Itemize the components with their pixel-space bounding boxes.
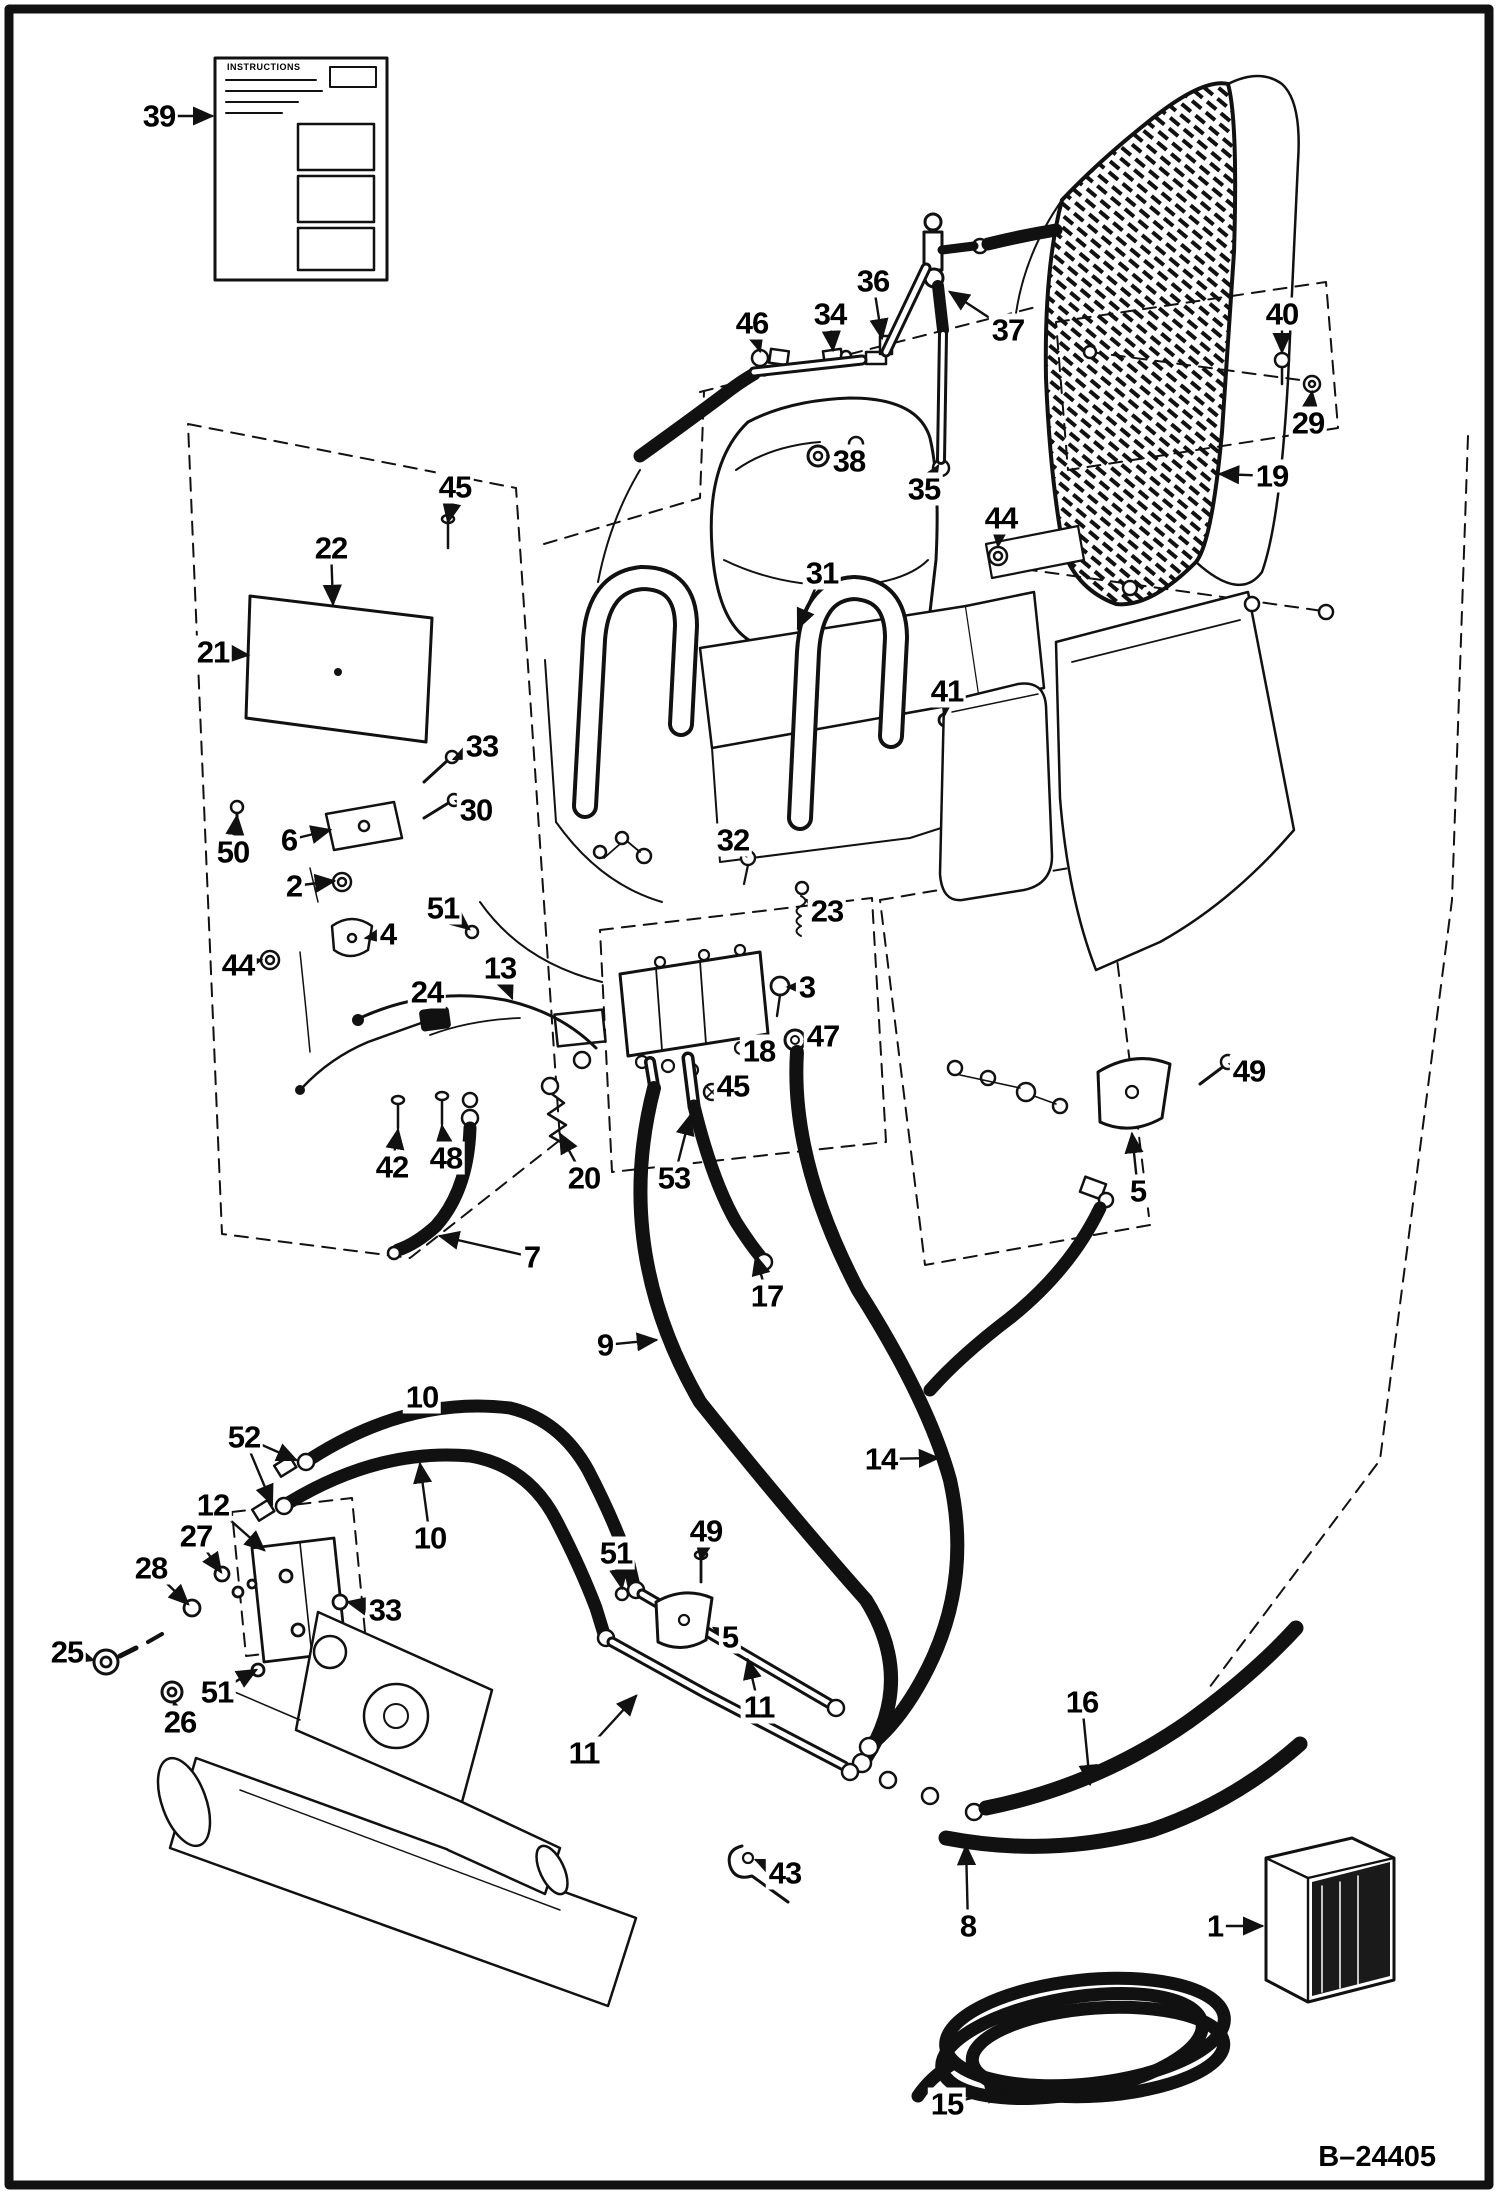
figure-code: B–24405 — [1314, 2141, 1440, 2174]
tube-53 — [681, 1051, 701, 1113]
leader-line-48 — [434, 1123, 454, 1160]
leader-line-36 — [869, 279, 889, 341]
leader-line-6 — [287, 825, 333, 844]
leader-line-14 — [879, 1448, 941, 1468]
hose-7 — [391, 1121, 477, 1257]
leader-line-37 — [947, 290, 1010, 332]
hoses — [250, 223, 1308, 1854]
leader-line-32 — [726, 835, 748, 858]
hose-16 — [978, 1620, 1304, 1816]
leader-line-5 — [1124, 1131, 1144, 1193]
leader-line-13 — [495, 966, 514, 1001]
leader-line-24 — [417, 986, 436, 1011]
tube-35 — [936, 329, 948, 465]
leader-line-28 — [149, 1566, 190, 1606]
leader-line-43 — [753, 1858, 787, 1877]
leader-line-51 — [441, 906, 471, 931]
hose-37-right — [981, 223, 1063, 251]
hose-10-upper — [305, 1399, 641, 1593]
solenoid-valve-cluster — [429, 830, 653, 1128]
spring-20 — [540, 1076, 570, 1148]
screws-42-48 — [390, 1090, 450, 1130]
seat-bar-left — [572, 565, 699, 819]
leader-line-44 — [236, 954, 264, 974]
leader-line-29 — [1300, 389, 1320, 425]
cover-plate — [244, 594, 434, 744]
hose-10-lower — [283, 1448, 611, 1641]
leader-line-33 — [345, 1596, 387, 1616]
leader-line-51 — [215, 1668, 259, 1694]
leader-line-45 — [717, 1075, 742, 1094]
loader-arm — [156, 1610, 638, 2008]
leader-line-30 — [453, 799, 478, 818]
hose-14 — [789, 1045, 965, 1749]
leader-line-20 — [558, 1131, 586, 1180]
tube-top — [748, 354, 868, 378]
clamp-bracket-5-right — [1096, 1053, 1237, 1130]
leader-line-42 — [385, 1127, 405, 1169]
hose-supply-top — [633, 367, 761, 463]
hose-8 — [938, 1736, 1308, 1854]
hose-9 — [633, 1081, 898, 1765]
connector-24 — [295, 1006, 451, 1095]
tube-to-elbow — [880, 262, 932, 358]
hose-17 — [687, 1099, 767, 1263]
leader-line-34 — [821, 312, 841, 353]
leader-line-10 — [413, 1461, 433, 1540]
leader-line-9 — [603, 1332, 659, 1352]
leader-line-27 — [194, 1534, 223, 1574]
bracket-6-group — [259, 749, 480, 1053]
placard-title: INSTRUCTIONS — [227, 62, 301, 72]
leader-line-33 — [451, 742, 484, 761]
leader-line-22 — [322, 546, 342, 607]
clamp-43 — [727, 1844, 790, 1904]
leader-line-19 — [1217, 465, 1274, 485]
tube-11-lower — [606, 1636, 850, 1772]
leader-line-8 — [956, 1843, 977, 1928]
leader-line-7 — [437, 1230, 534, 1259]
right-fitting-cluster — [946, 1059, 1115, 1209]
clamp-bracket-5-left — [614, 1549, 714, 1649]
leader-line-47 — [802, 1026, 826, 1046]
hose-cluster-down — [923, 1201, 1107, 1397]
leader-line-11 — [582, 1694, 638, 1755]
page-border — [4, 4, 1494, 2190]
mounting-bolts — [987, 344, 1335, 621]
support-channel — [984, 524, 1086, 580]
coiled-hose — [911, 1971, 1231, 2106]
leader-line-26 — [170, 1699, 189, 1724]
leader-line-21 — [211, 643, 251, 663]
leader-line-25 — [65, 1645, 96, 1664]
seat-assembly — [698, 396, 1046, 750]
rear-grille — [1013, 74, 1300, 607]
leader-line-46 — [745, 321, 764, 354]
rear-door-panel — [1054, 590, 1296, 972]
hydraulic-tank — [938, 682, 1054, 902]
kit-box — [1264, 1836, 1396, 2004]
instructions-placard — [213, 56, 389, 282]
leader-line-18 — [743, 1042, 767, 1062]
leader-line-53 — [672, 1113, 695, 1180]
hose-35-upper — [932, 280, 949, 336]
